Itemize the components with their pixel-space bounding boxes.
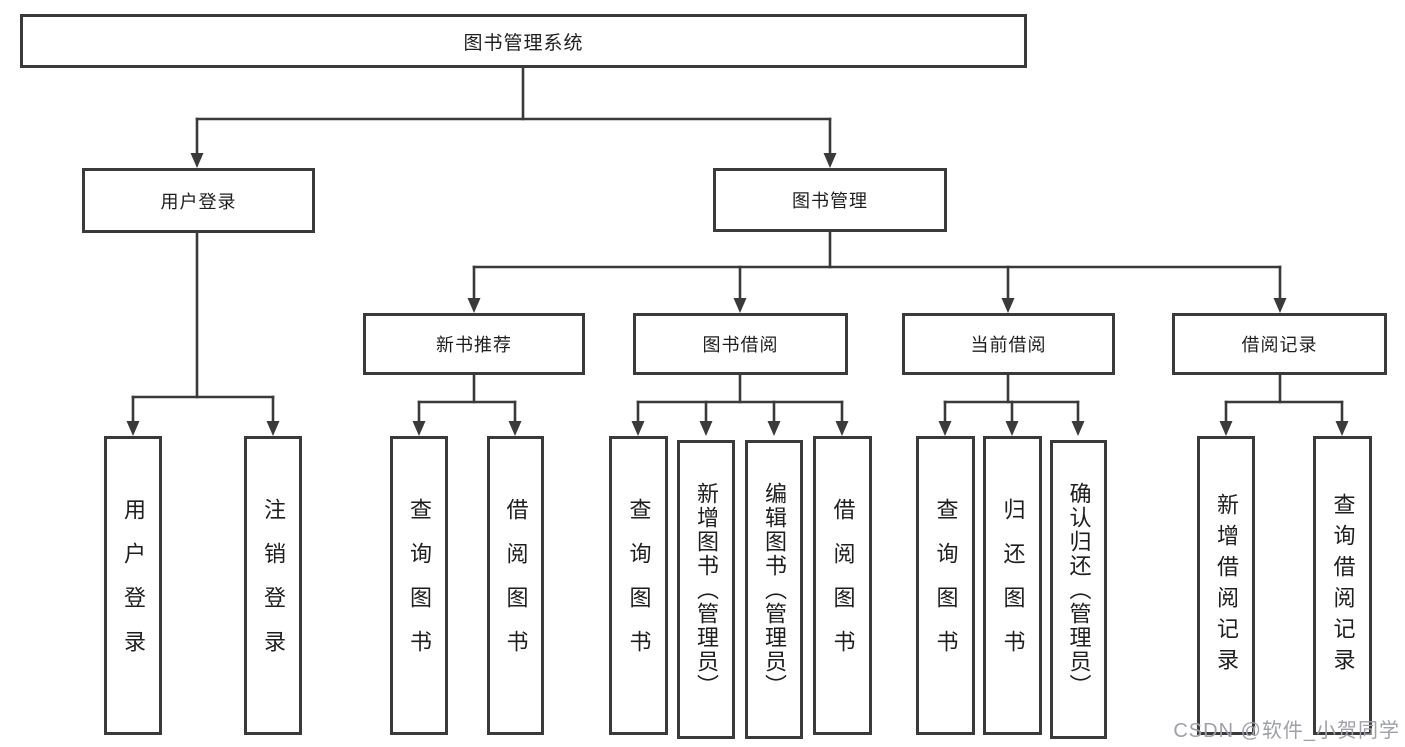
- node-library-system-label: 图书管理系统: [463, 32, 584, 54]
- leaf-logout-label: 注销登录: [261, 497, 286, 674]
- node-borrow-records-label: 借阅记录: [1241, 335, 1318, 355]
- leaf-return-books: 归还图书: [983, 436, 1042, 735]
- leaf-query-borrow-record-label: 查询借阅记录: [1330, 492, 1356, 679]
- leaf-user-login: 用户登录: [104, 436, 162, 735]
- leaf-logout: 注销登录: [244, 436, 302, 735]
- node-user-login: 用户登录: [82, 168, 315, 233]
- leaf-return-books-label: 归还图书: [1000, 497, 1026, 674]
- leaf-edit-books-admin-label: 编辑图书（管理员）: [762, 481, 787, 698]
- leaf-add-books-admin: 新增图书（管理员）: [677, 440, 735, 739]
- leaf-add-borrow-record: 新增借阅记录: [1197, 436, 1255, 735]
- node-borrow-records: 借阅记录: [1172, 313, 1387, 375]
- node-user-login-label: 用户登录: [160, 191, 237, 212]
- node-book-borrow-label: 图书借阅: [702, 335, 779, 355]
- leaf-current-query-books: 查询图书: [916, 436, 975, 735]
- node-current-borrow: 当前借阅: [902, 313, 1115, 375]
- leaf-add-books-admin-label: 新增图书（管理员）: [694, 481, 719, 698]
- leaf-borrow-query-books-label: 查询图书: [626, 497, 652, 674]
- leaf-recommend-query-books-label: 查询图书: [407, 497, 432, 674]
- node-book-management-label: 图书管理: [792, 191, 868, 211]
- leaf-edit-books-admin: 编辑图书（管理员）: [745, 440, 803, 739]
- leaf-borrow-books-label: 借阅图书: [830, 497, 856, 674]
- node-book-management: 图书管理: [713, 168, 947, 232]
- node-new-book-recommend-label: 新书推荐: [436, 335, 512, 355]
- leaf-confirm-return-admin-label: 确认归还（管理员）: [1066, 481, 1092, 698]
- leaf-add-borrow-record-label: 新增借阅记录: [1214, 492, 1239, 679]
- csdn-watermark: CSDN @软件_小贺同学: [1173, 720, 1400, 742]
- leaf-user-login-label: 用户登录: [121, 497, 146, 674]
- leaf-borrow-query-books: 查询图书: [609, 436, 668, 735]
- leaf-recommend-borrow-books-label: 借阅图书: [503, 497, 529, 674]
- node-book-borrow: 图书借阅: [633, 313, 848, 375]
- leaf-query-borrow-record: 查询借阅记录: [1313, 436, 1372, 735]
- leaf-current-query-books-label: 查询图书: [933, 497, 959, 674]
- node-current-borrow-label: 当前借阅: [970, 335, 1047, 355]
- leaf-recommend-borrow-books: 借阅图书: [487, 436, 544, 735]
- node-library-system: 图书管理系统: [20, 14, 1027, 68]
- leaf-recommend-query-books: 查询图书: [390, 436, 448, 735]
- node-new-book-recommend: 新书推荐: [363, 313, 585, 375]
- leaf-confirm-return-admin: 确认归还（管理员）: [1050, 440, 1107, 739]
- leaf-borrow-books: 借阅图书: [813, 436, 872, 735]
